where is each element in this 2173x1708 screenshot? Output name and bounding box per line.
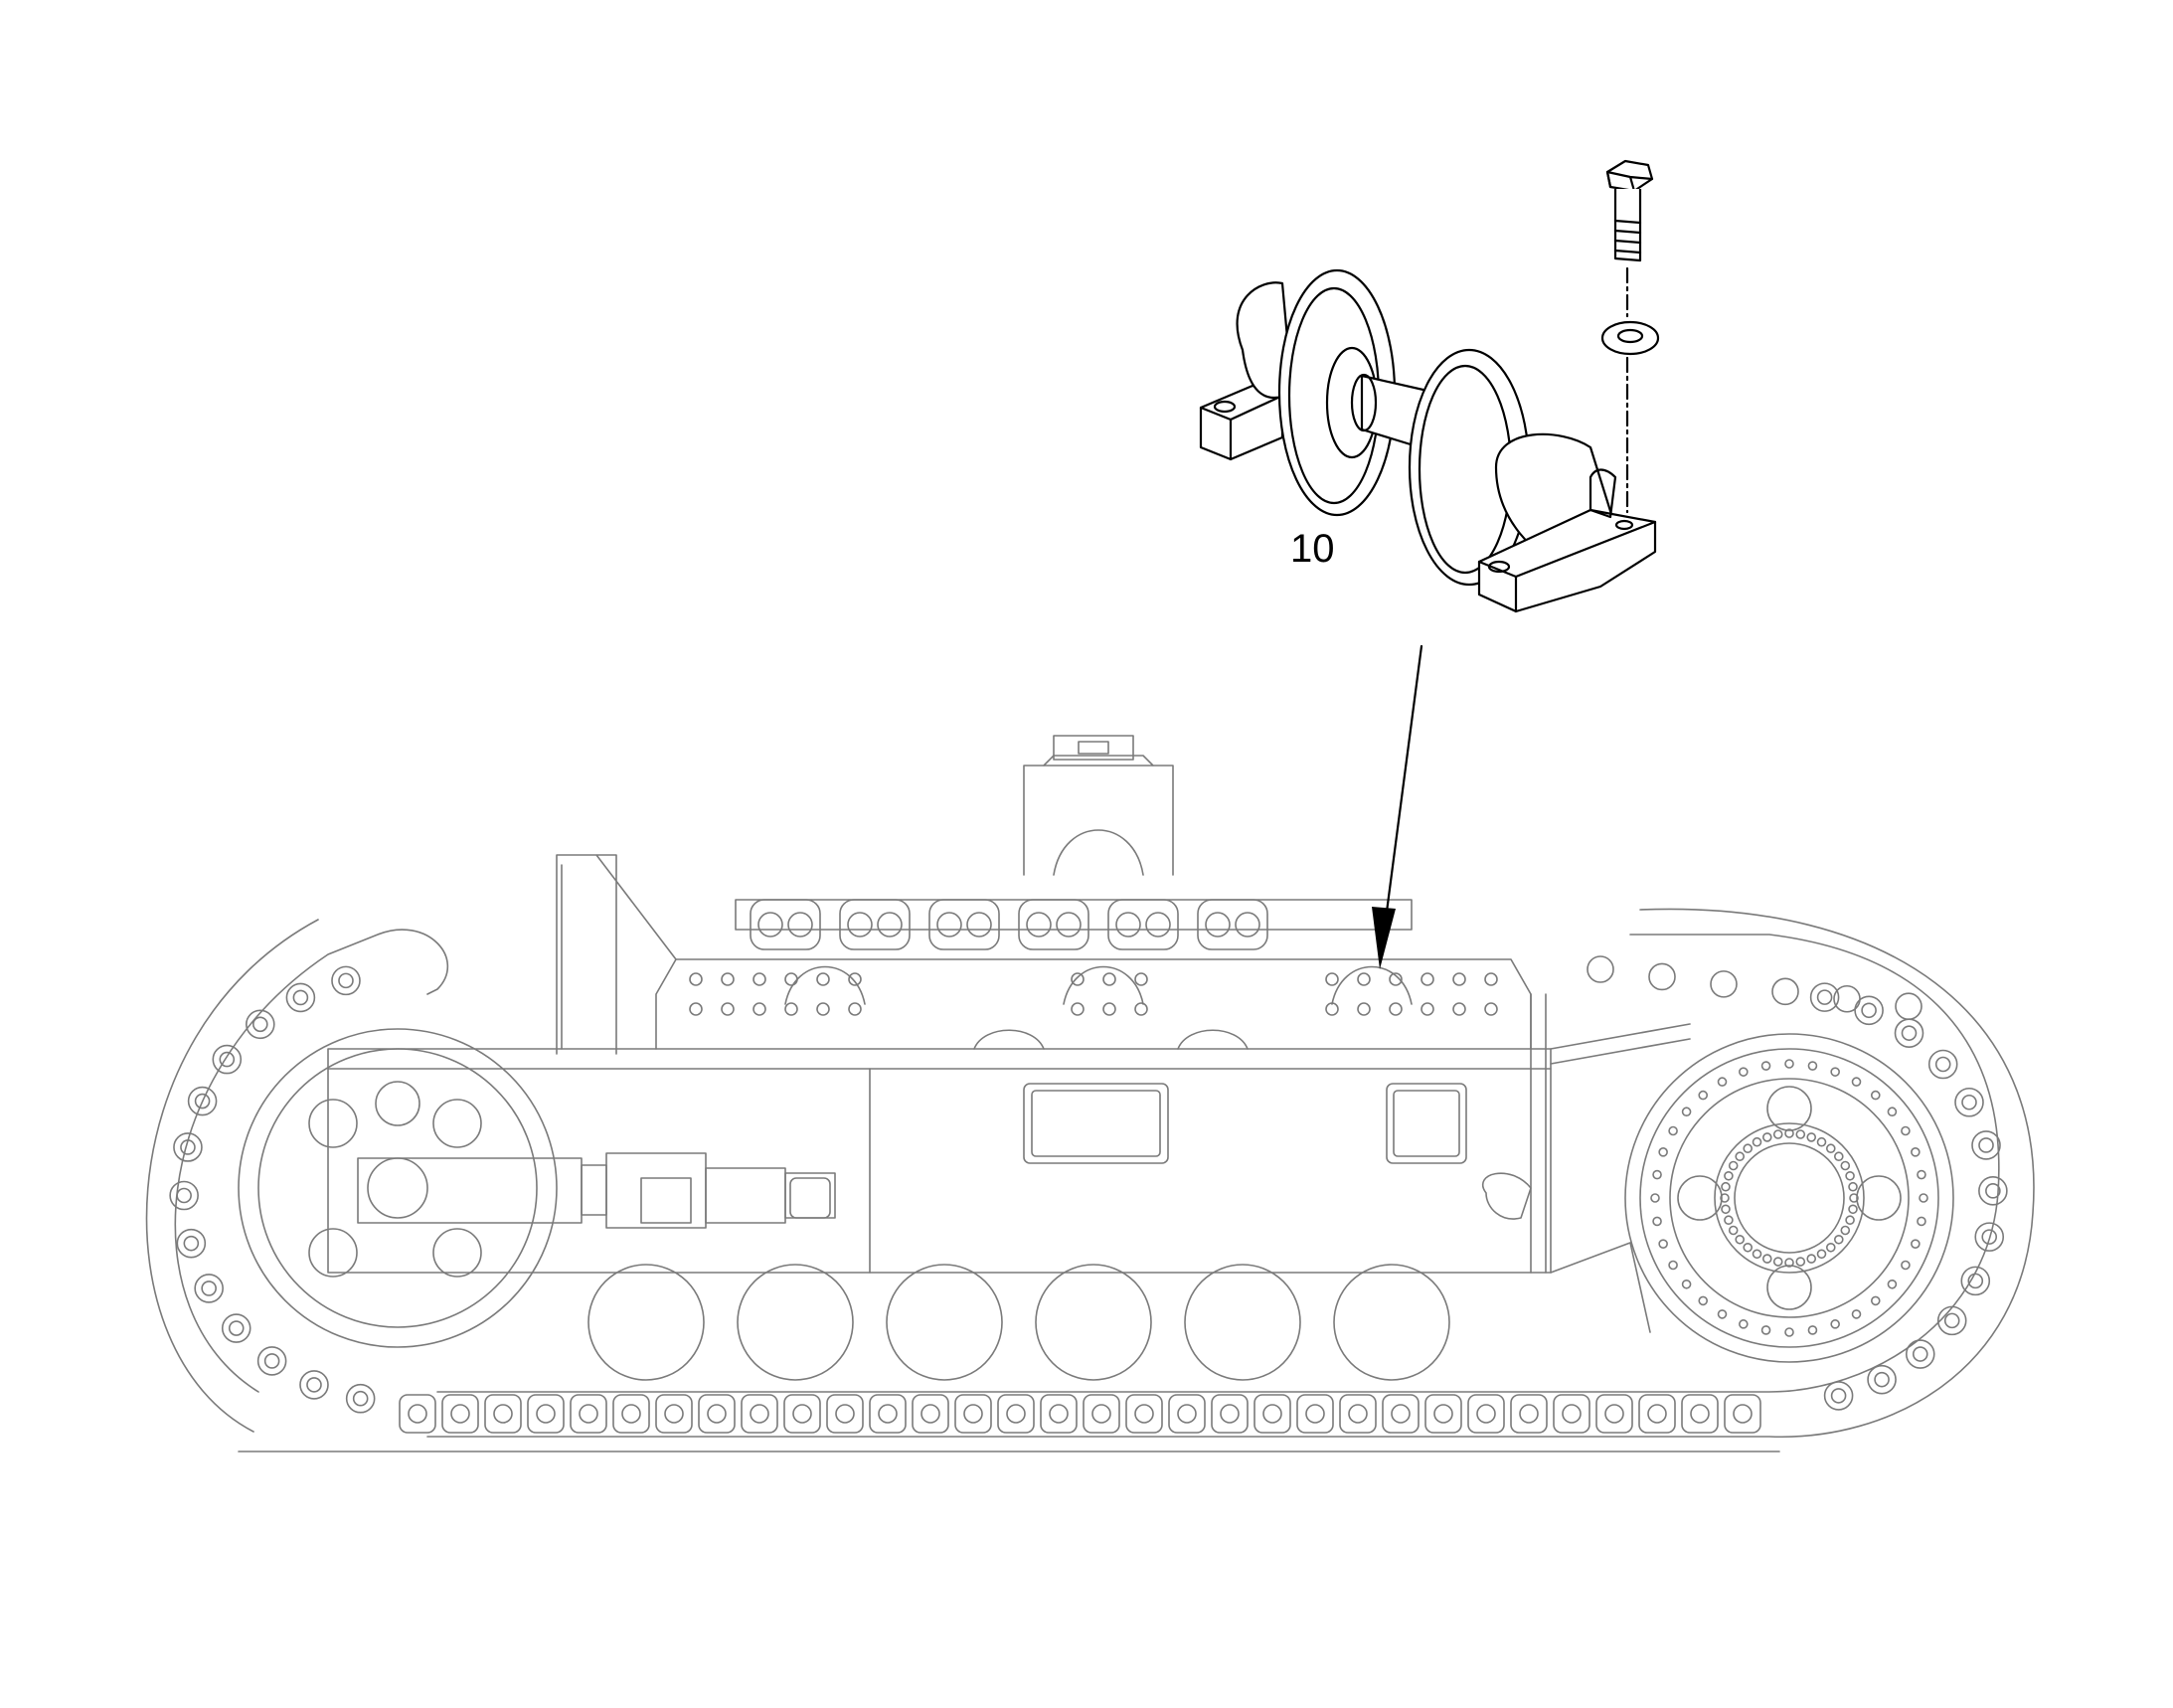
callout-label-10: 10 xyxy=(1290,527,1335,571)
leader-arrow xyxy=(1372,644,1423,969)
bottom-rollers xyxy=(587,1264,1450,1381)
carrier-roller-part xyxy=(1199,159,1660,613)
top-mount xyxy=(1023,755,1174,876)
idler-wheel xyxy=(238,1028,558,1348)
undercarriage-assembly xyxy=(145,735,2035,1452)
bolt xyxy=(1605,159,1654,262)
inspection-plate-1 xyxy=(1023,1083,1169,1164)
washer xyxy=(1600,320,1660,356)
carrier-rail xyxy=(655,958,1532,1050)
guard-panel xyxy=(556,854,677,1055)
track-frame xyxy=(327,1048,1552,1274)
track-adjuster xyxy=(357,1152,836,1229)
track-links xyxy=(169,965,2008,1434)
carrier-roller-links xyxy=(689,899,1922,1021)
drive-sprocket xyxy=(1624,1033,1954,1363)
inspection-plate-2 xyxy=(1386,1083,1467,1164)
